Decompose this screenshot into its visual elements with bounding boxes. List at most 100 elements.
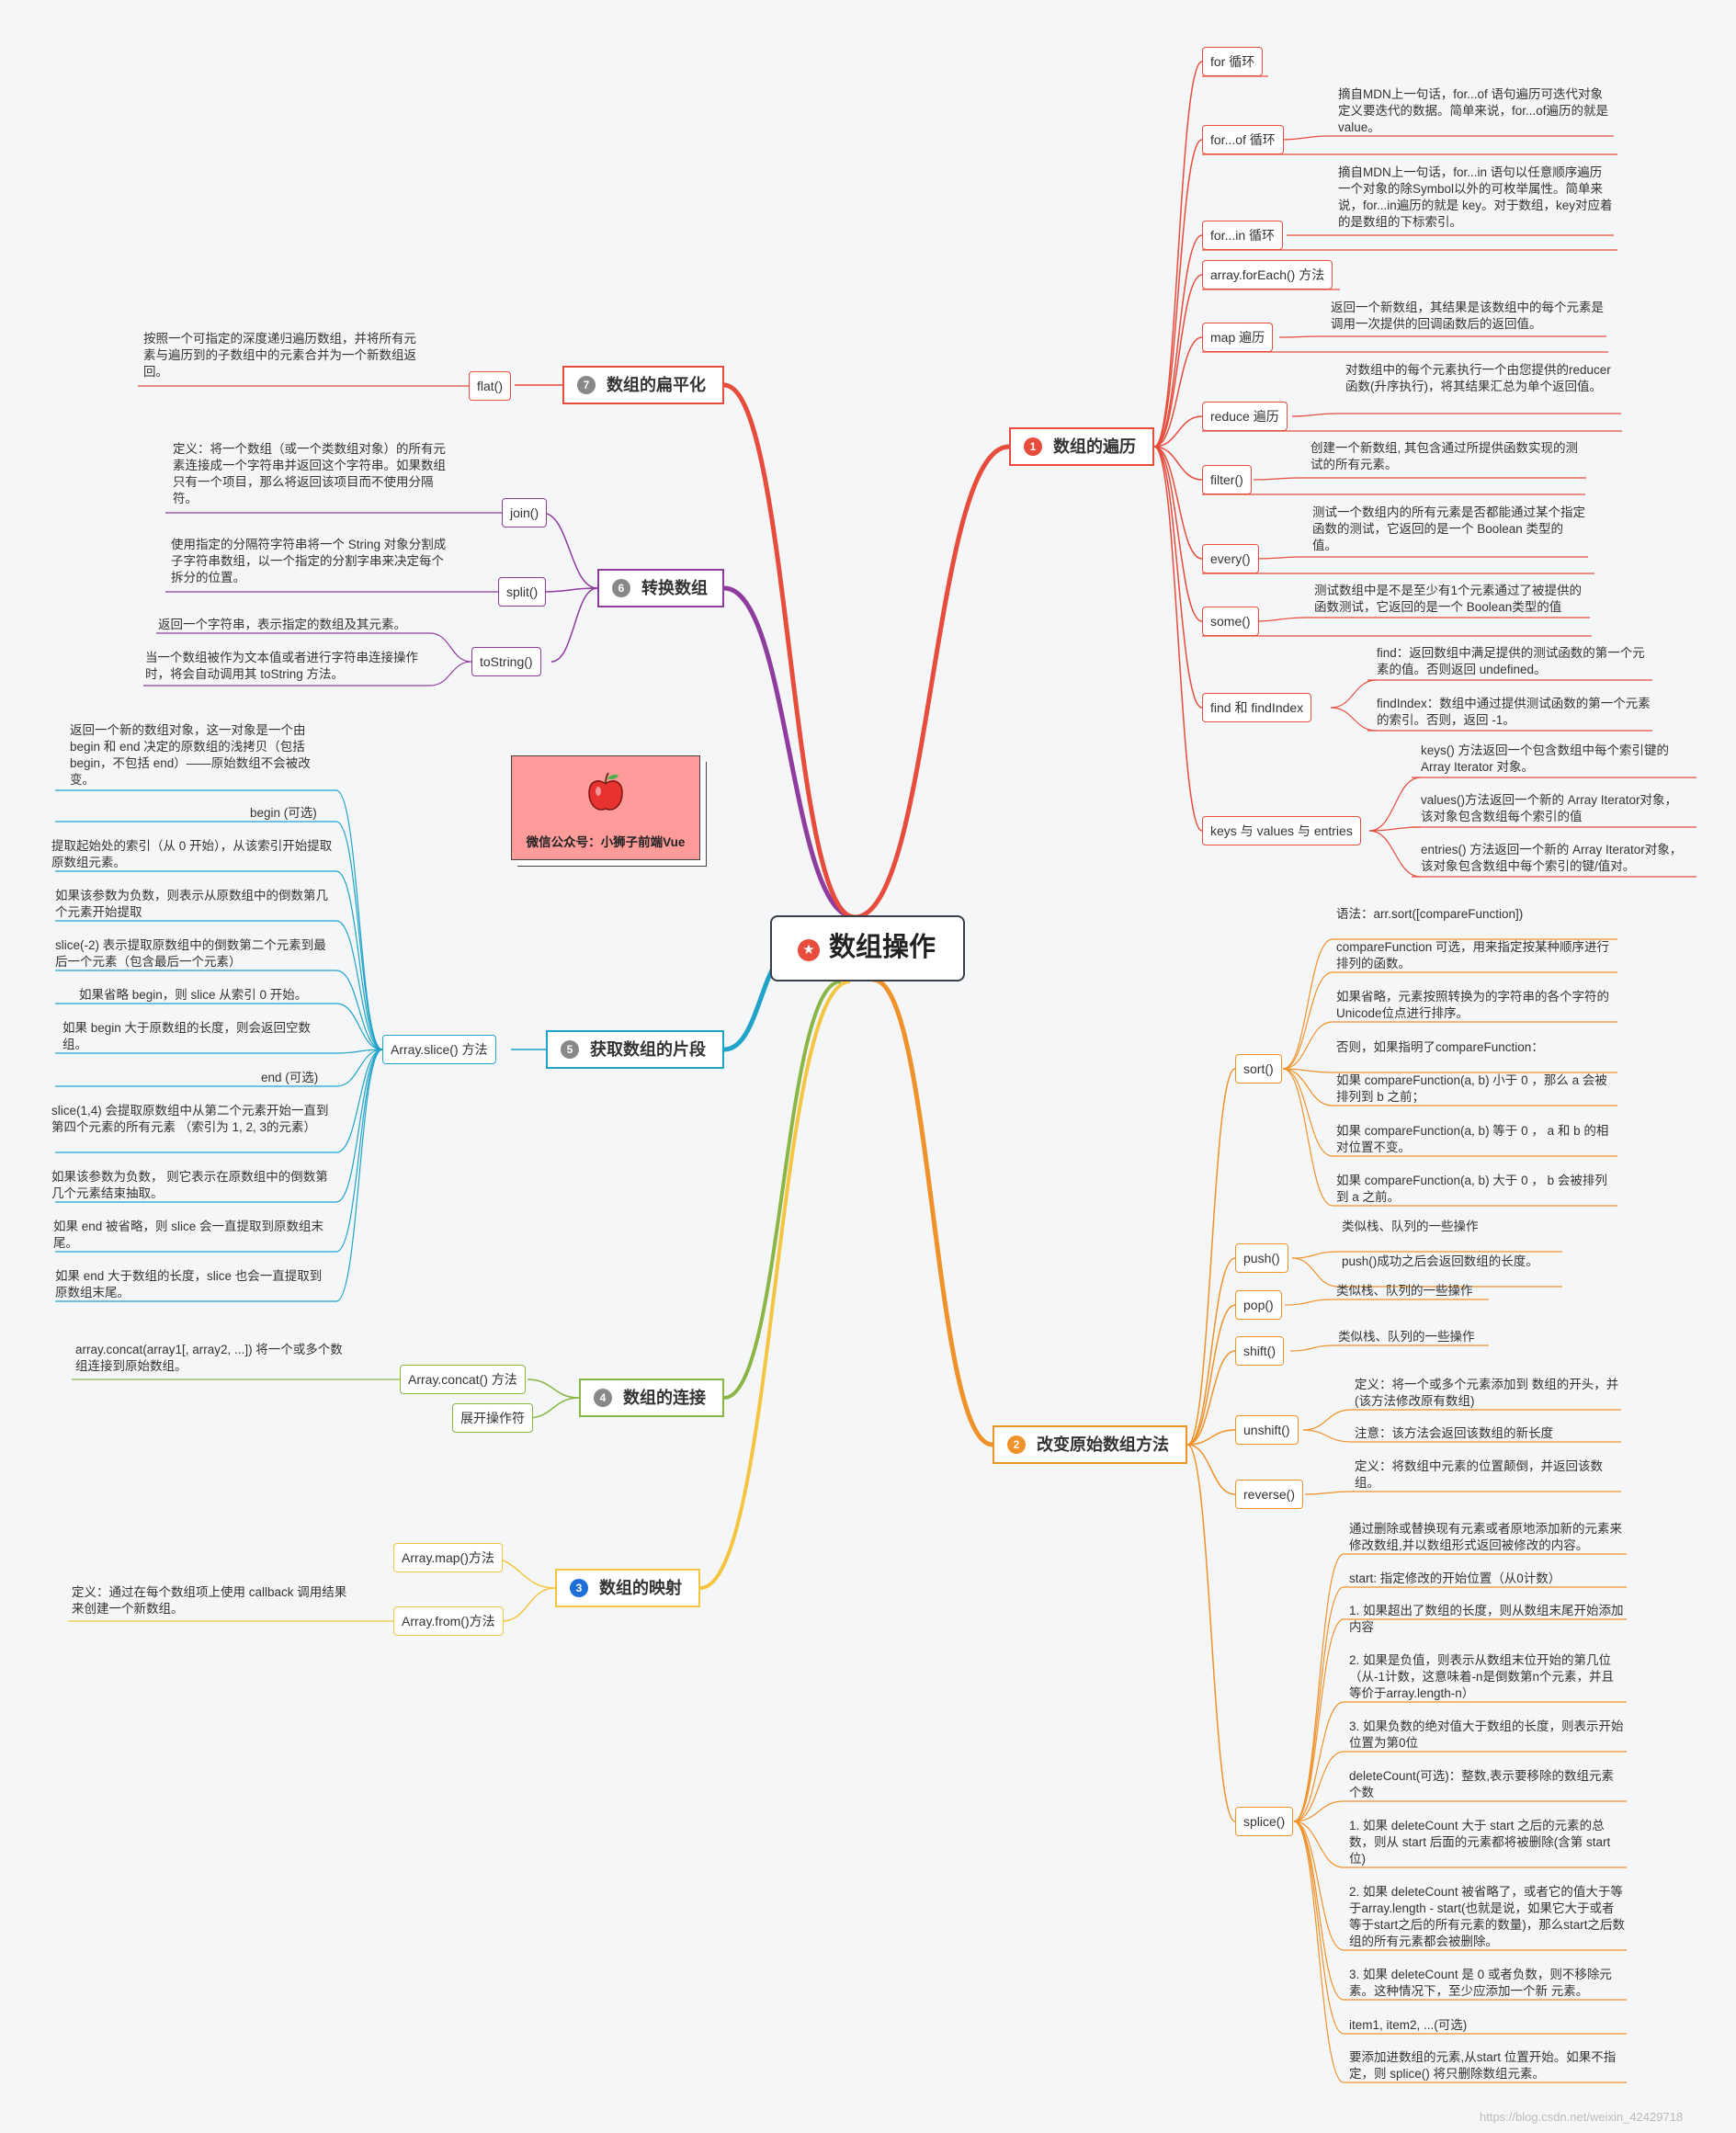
text-every-desc: 测试一个数组内的所有元素是否都能通过某个指定函数的测试，它返回的是一个 Bool… [1312, 505, 1585, 552]
connector-66 [1282, 1068, 1333, 1106]
node-every[interactable]: every() [1202, 544, 1259, 573]
connector-80 [1302, 1409, 1352, 1431]
branch-array-mapping[interactable]: 3 数组的映射 [555, 1569, 700, 1607]
text-splice-7: 2. 如果 deleteCount 被省略了，或者它的值大于等于array.le… [1349, 1885, 1626, 1948]
branch-title: 数组的映射 [599, 1579, 682, 1597]
text-flat-desc: 按照一个可指定的深度递归遍历数组，并将所有元素与遍历到的子数组中的元素合并为一个… [143, 332, 416, 379]
node-reverse[interactable]: reverse() [1235, 1480, 1304, 1509]
node-array-from[interactable]: Array.from()方法 [393, 1606, 504, 1636]
text-findindex-desc: findIndex：数组中通过提供测试函数的第一个元素的索引。否则，返回 -1。 [1377, 697, 1651, 727]
connector-84 [1304, 1491, 1352, 1495]
number-badge-3: 3 [570, 1579, 588, 1597]
connector-55 [1186, 1429, 1236, 1446]
text-slice-4: slice(-2) 表示提取原数组中的倒数第二个元素到最后一个元素（包含最后一个… [55, 938, 326, 969]
connector-88 [1293, 1586, 1345, 1822]
connector-141 [550, 587, 598, 663]
node-array-map[interactable]: Array.map()方法 [393, 1543, 503, 1572]
connector-49 [1254, 556, 1304, 560]
text-filter-desc: 创建一个新数组, 其包含通过所提供函数实现的测试的所有元素。 [1311, 441, 1579, 471]
node-join[interactable]: join() [502, 498, 548, 528]
connector-106 [1293, 1821, 1345, 2083]
text-slice-3: 如果该参数为负数，则表示从原数组中的倒数第几个元素开始提取 [55, 889, 328, 919]
text-for-in-desc: 摘自MDN上一句话，for...in 语句以任意顺序遍历一个对象的除Symbol… [1338, 165, 1613, 229]
node-map-iteration[interactable]: map 遍历 [1202, 323, 1274, 352]
connector-146 [429, 661, 472, 686]
connector-133 [335, 1049, 383, 1203]
branch-array-slice[interactable]: 5 获取数组的片段 [546, 1030, 724, 1069]
connector-7 [1153, 61, 1203, 448]
branch-array-iteration[interactable]: 1 数组的遍历 [1009, 427, 1154, 466]
connector-3 [723, 980, 842, 1400]
node-reduce[interactable]: reduce 遍历 [1202, 402, 1288, 431]
branch-array-convert[interactable]: 6 转换数组 [597, 569, 724, 607]
connector-9 [1153, 234, 1203, 448]
text-sort-5: 如果 compareFunction(a, b) 等于 0 ， a 和 b 的相… [1336, 1124, 1609, 1154]
connector-48 [1253, 477, 1302, 481]
connector-109 [501, 1587, 556, 1622]
text-push-0: 类似栈、队列的一些操作 [1342, 1220, 1479, 1233]
number-badge-4: 4 [594, 1389, 612, 1407]
node-split[interactable]: split() [498, 577, 547, 607]
branch-mutating-methods[interactable]: 2 改变原始数组方法 [993, 1425, 1187, 1464]
text-splice-4: 3. 如果负数的绝对值大于数组的长度，则表示开始位置为第0位 [1349, 1719, 1624, 1750]
connector-50 [1254, 617, 1306, 622]
node-for-of[interactable]: for...of 循环 [1202, 125, 1284, 154]
text-values-desc: values()方法返回一个新的 Array Iterator对象，该对象包含数… [1421, 793, 1678, 823]
connector-15 [1153, 446, 1203, 622]
root-title: 数组操作 [829, 933, 936, 962]
connector-78 [1289, 1344, 1335, 1352]
connector-119 [335, 870, 383, 1050]
text-find-desc: find：返回数组中满足提供的测试函数的第一个元素的值。否则返回 undefin… [1377, 646, 1645, 676]
connector-125 [335, 1003, 383, 1050]
branch-title: 数组的扁平化 [607, 376, 706, 394]
text-for-of-desc: 摘自MDN上一句话，for...of 语句遍历可迭代对象定义要迭代的数据。简单来… [1338, 87, 1609, 134]
node-filter[interactable]: filter() [1202, 465, 1252, 494]
connector-53 [1186, 1304, 1236, 1446]
node-some[interactable]: some() [1202, 607, 1259, 636]
connector-0 [854, 444, 1010, 920]
connector-137 [335, 1049, 383, 1302]
node-array-concat[interactable]: Array.concat() 方法 [400, 1365, 526, 1394]
text-splice-1: start: 指定修改的开始位置（从0计数） [1349, 1571, 1561, 1585]
connector-74 [1291, 1257, 1339, 1288]
connector-72 [1291, 1251, 1339, 1259]
connector-10 [1153, 274, 1203, 448]
number-badge-7: 7 [577, 376, 596, 394]
node-flat[interactable]: flat() [469, 371, 511, 401]
node-shift[interactable]: shift() [1235, 1336, 1284, 1366]
connector-102 [1293, 1821, 1345, 2001]
connector-144 [429, 632, 472, 663]
connector-127 [335, 1049, 383, 1054]
text-slice-6: 如果 begin 大于原数组的长度，则会返回空数组。 [62, 1021, 312, 1051]
node-for-loop[interactable]: for 循环 [1202, 47, 1264, 76]
node-keys-values-entries[interactable]: keys 与 values 与 entries [1202, 816, 1361, 845]
text-splice-0: 通过删除或替换现有元素或者原地添加新的元素来修改数组,并以数组形式返回被修改的内… [1349, 1522, 1622, 1552]
node-splice[interactable]: splice() [1235, 1807, 1294, 1836]
connector-57 [1186, 1444, 1236, 1822]
node-find-findindex[interactable]: find 和 findIndex [1202, 693, 1312, 722]
connector-12 [1153, 415, 1203, 448]
connector-140 [541, 587, 598, 593]
node-unshift[interactable]: unshift() [1235, 1415, 1299, 1445]
node-sort[interactable]: sort() [1235, 1054, 1282, 1084]
node-pop[interactable]: pop() [1235, 1290, 1282, 1320]
text-unshift-1: 注意：该方法会返回该数组的新长度 [1355, 1426, 1553, 1440]
node-for-in[interactable]: for...in 循环 [1202, 221, 1284, 250]
branch-array-flatten[interactable]: 7 数组的扁平化 [562, 366, 724, 404]
node-push[interactable]: push() [1235, 1243, 1288, 1273]
branch-title: 改变原始数组方法 [1037, 1435, 1169, 1454]
connector-64 [1282, 1068, 1333, 1073]
text-slice-11: 如果 end 大于数组的长度，slice 也会一直提取到原数组末尾。 [55, 1269, 323, 1299]
branch-array-concat[interactable]: 4 数组的连接 [579, 1379, 724, 1417]
connector-92 [1293, 1701, 1345, 1822]
connector-42 [1368, 826, 1422, 832]
connector-96 [1293, 1800, 1345, 1822]
root-node[interactable]: ★ 数组操作 [770, 915, 965, 981]
node-spread-operator[interactable]: 展开操作符 [452, 1403, 533, 1433]
connector-39 [1330, 679, 1378, 709]
node-foreach[interactable]: array.forEach() 方法 [1202, 260, 1333, 289]
text-splice-6: 1. 如果 deleteCount 大于 start 之后的元素的总数，则从 s… [1349, 1819, 1611, 1866]
connector-44 [1280, 135, 1330, 141]
node-array-slice[interactable]: Array.slice() 方法 [382, 1035, 496, 1064]
node-tostring[interactable]: toString() [471, 647, 541, 676]
